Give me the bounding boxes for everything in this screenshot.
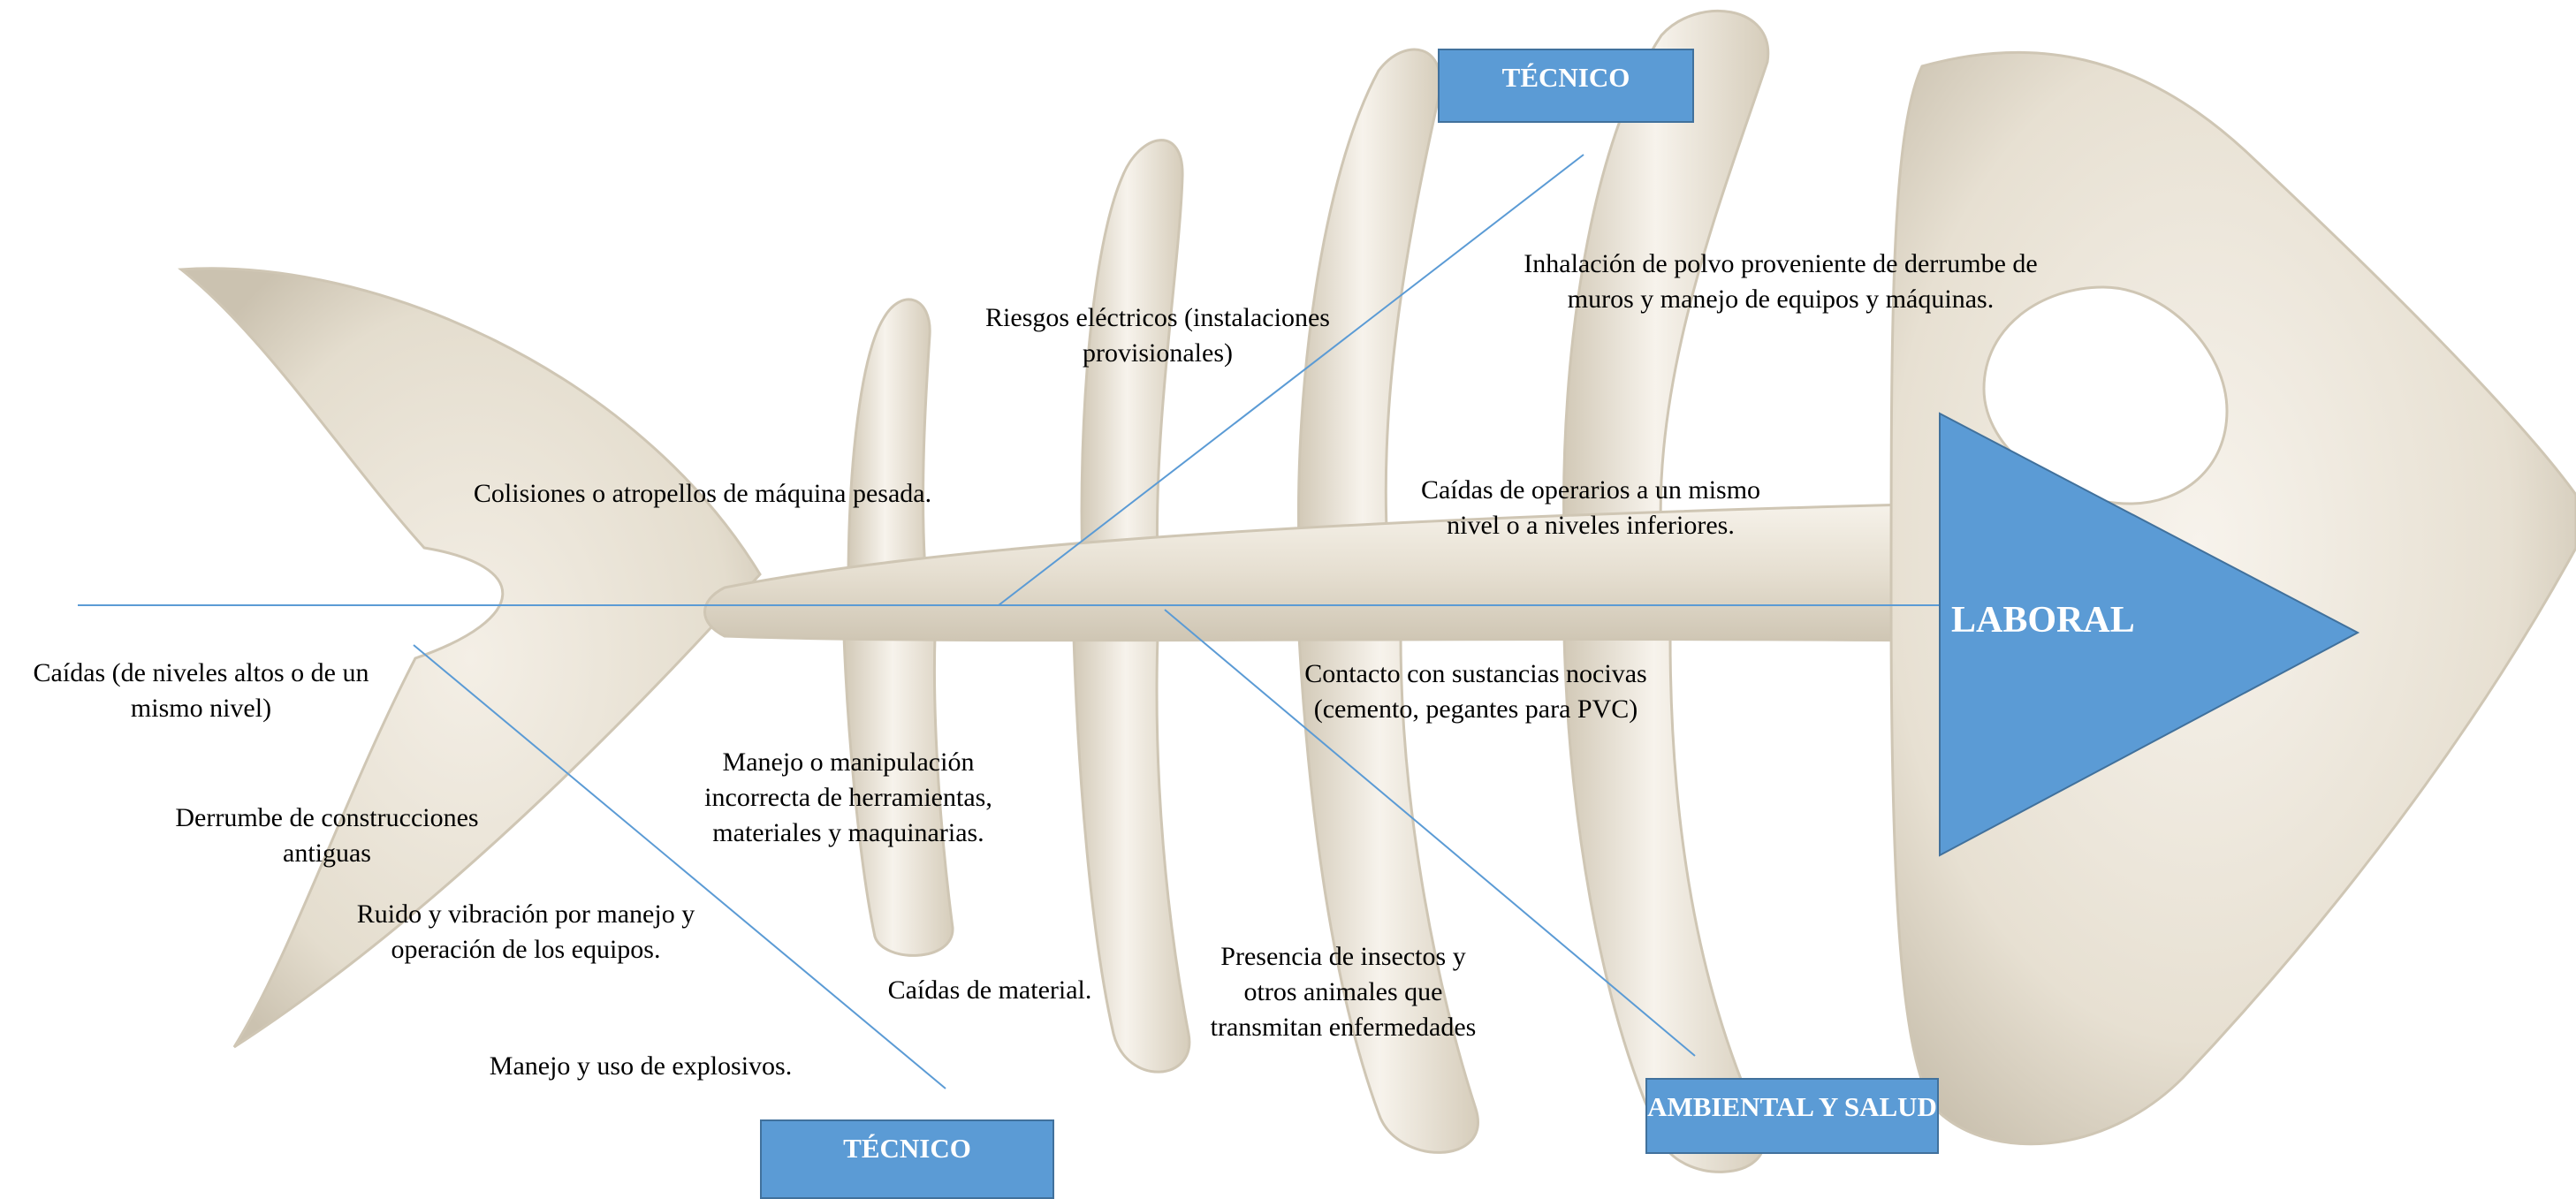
cause-explosivos: Manejo y uso de explosivos. <box>460 1049 822 1084</box>
cause-inhalacion-polvo: Inhalación de polvo proveniente de derru… <box>1485 247 2077 317</box>
cause-caidas-operarios: Caídas de operarios a un mismo nivel o a… <box>1387 473 1794 543</box>
cause-riesgos-electricos: Riesgos eléctricos (instalaciones provis… <box>963 300 1352 371</box>
effect-label: LABORAL <box>1951 599 2135 641</box>
cause-caidas-niveles: Caídas (de niveles altos o de un mismo n… <box>9 656 393 726</box>
category-label-ambiental-salud: AMBIENTAL Y SALUD <box>1647 1091 1937 1122</box>
cause-contacto-sustancias: Contacto con sustancias nocivas (cemento… <box>1273 656 1679 727</box>
rib-upper-1 <box>848 300 930 583</box>
category-label-tecnico-top: TÉCNICO <box>1502 62 1630 93</box>
category-box-tecnico-bottom: TÉCNICO <box>760 1119 1054 1199</box>
cause-insectos: Presencia de insectos y otros animales q… <box>1184 939 1502 1045</box>
cause-colisiones: Colisiones o atropellos de máquina pesad… <box>442 476 963 512</box>
cause-caidas-material: Caídas de material. <box>866 973 1113 1008</box>
category-box-tecnico-top: TÉCNICO <box>1438 49 1694 123</box>
cause-derrumbe: Derrumbe de construcciones antiguas <box>150 801 504 871</box>
category-box-ambiental-salud: AMBIENTAL Y SALUD <box>1645 1078 1939 1154</box>
cause-ruido-vibracion: Ruido y vibración por manejo y operación… <box>323 897 729 968</box>
category-label-tecnico-bottom: TÉCNICO <box>843 1133 971 1164</box>
cause-manejo-manipulacion: Manejo o manipulación incorrecta de herr… <box>672 745 1025 851</box>
